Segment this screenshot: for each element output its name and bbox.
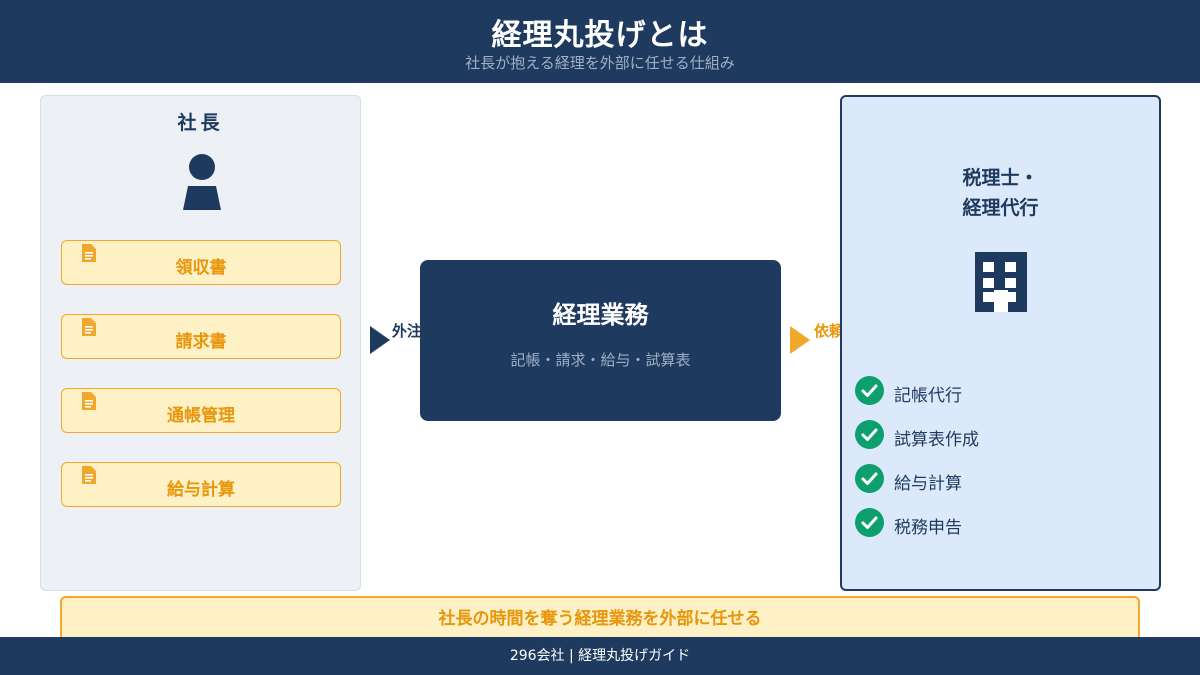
document-label: 通帳管理 <box>167 406 235 426</box>
check-icon <box>855 420 884 449</box>
person-icon <box>182 154 222 210</box>
service-label: 給与計算 <box>894 474 962 494</box>
document-icon <box>82 392 96 410</box>
footer: 296会社 | 経理丸投げガイド <box>0 637 1200 675</box>
document-item-receipts: 領収書 <box>61 240 341 285</box>
page-subtitle: 社長が抱える経理を外部に任せる仕組み <box>465 54 735 72</box>
page-title: 経理丸投げとは <box>491 18 709 53</box>
accounting-work-subtitle: 記帳・請求・給与・試算表 <box>510 351 691 369</box>
request-label: 依頼 <box>814 322 840 340</box>
document-item-invoices: 請求書 <box>61 314 341 359</box>
document-icon <box>82 318 96 336</box>
president-panel: 社長 領収書 請求書 通帳管理 <box>40 95 361 591</box>
service-item: 給与計算 <box>855 464 1145 494</box>
accountant-panel: 税理士・ 経理代行 記帳代行 試算表作成 <box>840 95 1161 591</box>
outsource-label: 外注 <box>392 322 423 340</box>
service-label: 税務申告 <box>894 518 962 538</box>
document-label: 領収書 <box>175 258 227 278</box>
accounting-work-title: 経理業務 <box>552 301 649 329</box>
document-icon <box>82 244 96 262</box>
document-label: 給与計算 <box>167 480 235 500</box>
document-icon <box>82 466 96 484</box>
header: 経理丸投げとは 社長が抱える経理を外部に任せる仕組み <box>0 0 1200 83</box>
arrow-right-icon <box>370 326 390 354</box>
check-icon <box>855 508 884 537</box>
accountant-title: 税理士・ 経理代行 <box>842 163 1159 223</box>
accountant-title-line1: 税理士・ <box>962 167 1039 189</box>
service-label: 記帳代行 <box>894 386 962 406</box>
accountant-title-line2: 経理代行 <box>962 197 1039 219</box>
service-item: 記帳代行 <box>855 376 1145 406</box>
building-icon <box>975 252 1027 312</box>
summary-banner: 社長の時間を奪う経理業務を外部に任せる <box>60 596 1140 642</box>
document-label: 請求書 <box>175 332 227 352</box>
document-item-passbook: 通帳管理 <box>61 388 341 433</box>
document-item-payroll: 給与計算 <box>61 462 341 507</box>
check-icon <box>855 376 884 405</box>
accounting-work-box: 経理業務 記帳・請求・給与・試算表 <box>420 260 781 421</box>
president-title: 社長 <box>177 112 224 134</box>
service-label: 試算表作成 <box>894 430 979 450</box>
check-icon <box>855 464 884 493</box>
service-item: 税務申告 <box>855 508 1145 538</box>
service-item: 試算表作成 <box>855 420 1145 450</box>
arrow-right-icon <box>790 326 810 354</box>
